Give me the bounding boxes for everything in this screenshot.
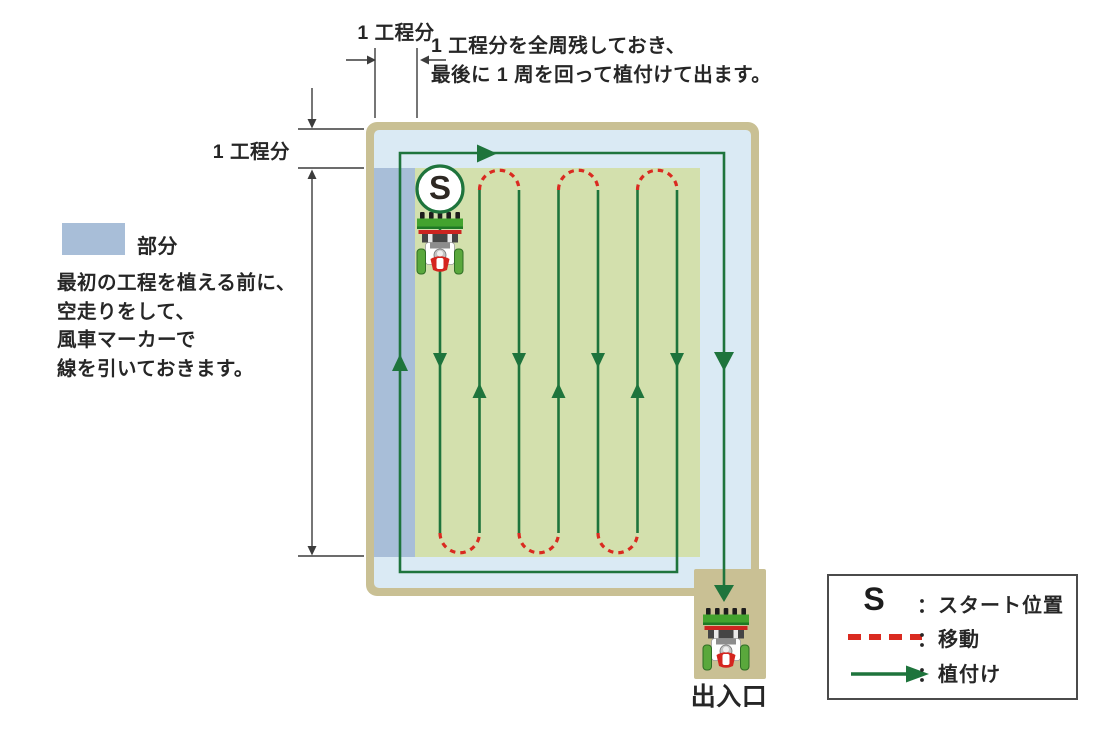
legend-start-symbol: S (863, 581, 885, 617)
top-note-line1: 1 工程分を全周残しておき、 (431, 35, 686, 57)
exit-label: 出入口 (690, 683, 768, 711)
start-marker-letter: S (428, 169, 451, 206)
field (366, 122, 766, 679)
top-note: 1 工程分を全周残しておき、 最後に 1 周を回って植付けて出ます。 (431, 32, 771, 89)
green-arrow-icon (851, 665, 929, 683)
first-pass-note-line: 線を引いておきます。 (57, 357, 254, 380)
first-pass-note: 最初の工程を植える前に、 空走りをして、 風車マーカーで 線を引いておきます。 (57, 269, 296, 383)
legend-plant-label: ：植付け (917, 664, 1001, 686)
dimension-lines (298, 48, 446, 557)
top-dimension-label: 1 工程分 (357, 22, 435, 44)
movement-turn-arcs (438, 168, 679, 555)
first-pass-note-line: 風車マーカーで (57, 329, 196, 351)
legend-move-label: ：移動 (917, 629, 980, 651)
first-pass-strip (374, 168, 415, 557)
first-pass-swatch-label: 部分 (137, 236, 178, 258)
first-pass-note-line: 空走りをして、 (57, 300, 196, 323)
first-pass-note-line: 最初の工程を植える前に、 (57, 272, 296, 294)
start-marker-circle (415, 164, 465, 214)
left-dimension-label: 1 工程分 (212, 141, 290, 163)
arrow-top-right (477, 144, 497, 163)
dashed-line-icon (848, 634, 932, 640)
legend-start-label: ：スタート位置 (917, 595, 1064, 617)
legend-box: S ：スタート位置 ：移動 ：植付け (827, 574, 1078, 700)
arrow-exit (714, 585, 734, 602)
top-note-line2: 最後に 1 周を回って植付けて出ます。 (431, 63, 772, 86)
direction-arrows (392, 144, 734, 602)
first-pass-swatch (62, 223, 125, 255)
